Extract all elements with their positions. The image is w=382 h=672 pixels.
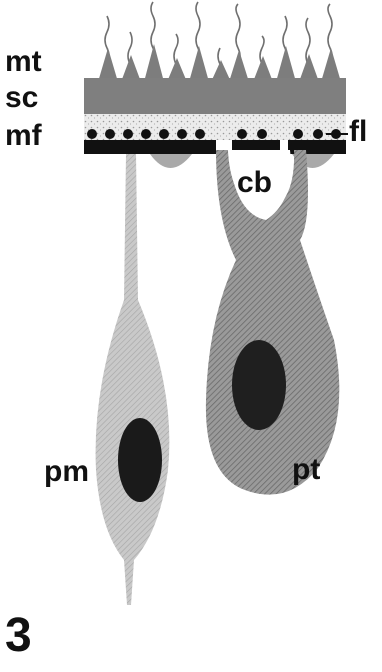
premyoblast-cell bbox=[96, 154, 170, 605]
premyoblast-nucleus bbox=[118, 418, 162, 502]
figure-number: 3 bbox=[5, 612, 32, 660]
label-fl: fl bbox=[349, 117, 367, 147]
label-pt: pt bbox=[292, 455, 320, 485]
label-sc: sc bbox=[5, 83, 38, 113]
microfilament-band bbox=[84, 114, 346, 140]
label-mt: mt bbox=[5, 47, 42, 77]
protrusion-nucleus bbox=[232, 340, 286, 430]
subcortex-band bbox=[84, 78, 346, 114]
label-mf: mf bbox=[5, 121, 42, 151]
label-cb: cb bbox=[237, 168, 272, 198]
label-pm: pm bbox=[44, 457, 89, 487]
